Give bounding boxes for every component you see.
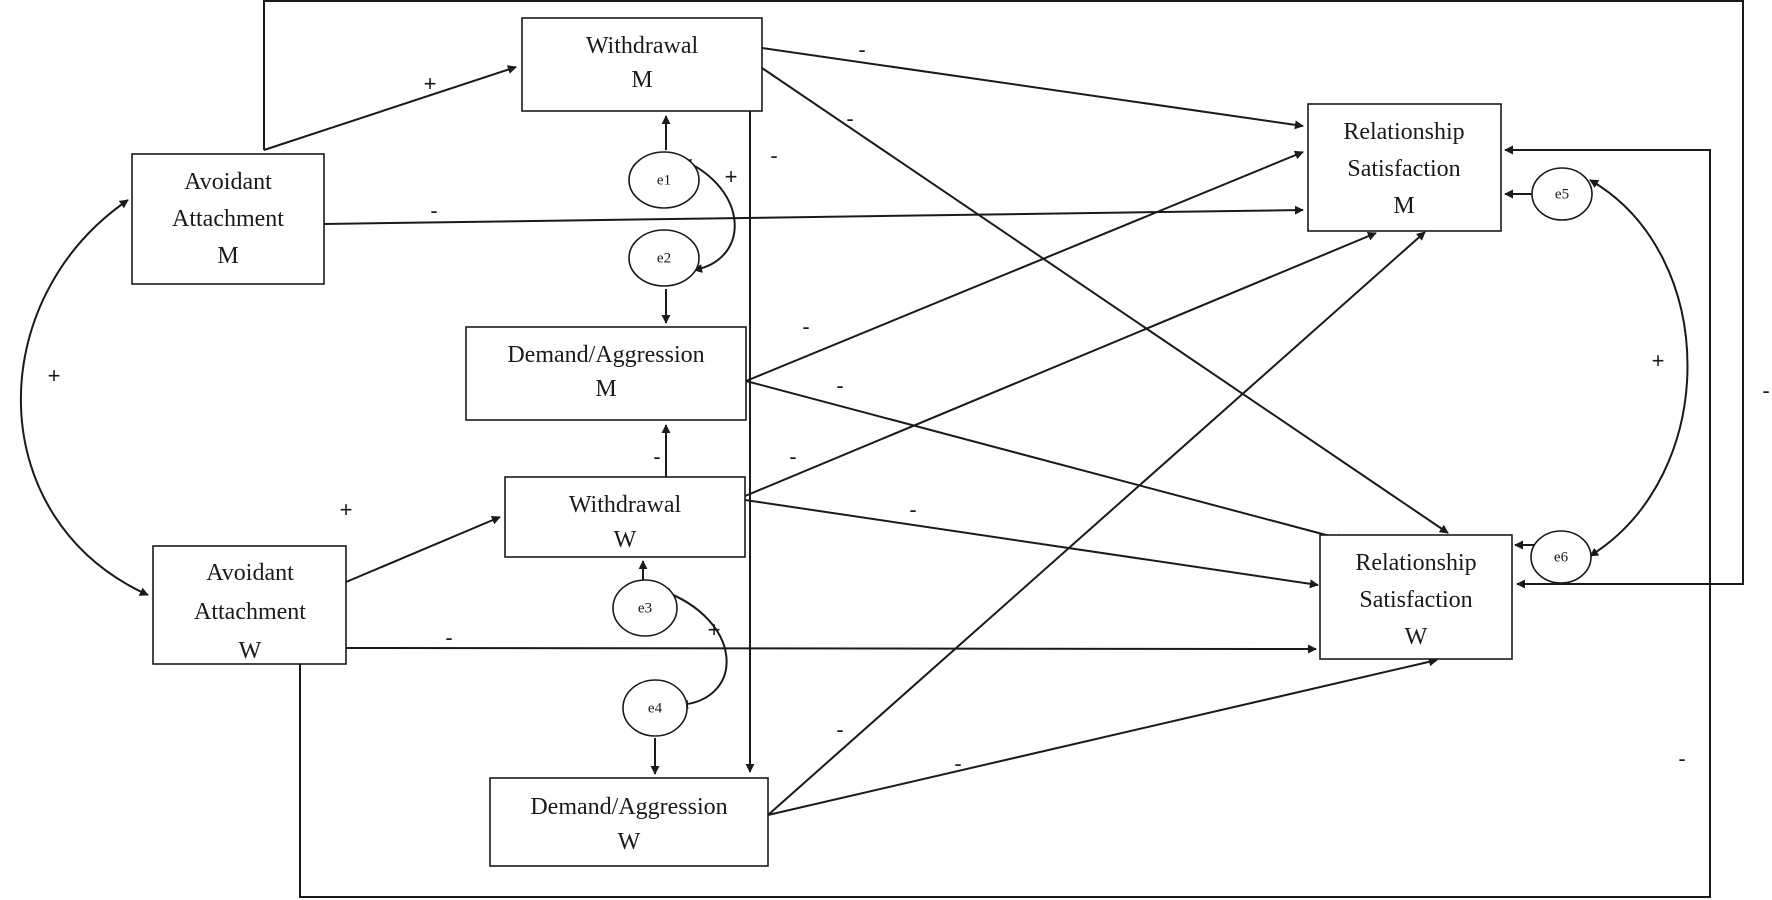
avoidant-attachment-m-label-line1: Avoidant [184, 169, 272, 195]
withdrawal-w-label-line2: W [614, 527, 637, 553]
avoidant-attachment-w-label-line3: W [239, 638, 262, 664]
error-term-e5: e5 [1531, 167, 1593, 221]
error-term-e1: e1 [628, 151, 700, 209]
error-term-e1-label: e1 [657, 172, 671, 188]
covariance-avoidant-m-avoidant-w [19, 199, 149, 596]
avoidant-attachment-w-label-line2: Attachment [194, 599, 306, 625]
edge-withdrawal-w-to-satisfaction-w [744, 499, 1319, 589]
avoidant-attachment-m-label-line2: Attachment [172, 206, 284, 232]
covariance-e5-e6 [1589, 179, 1689, 557]
sign-withdrawal-m-to-demand-w: - [770, 143, 777, 168]
sign-withdrawal-w-to-satisfaction-w: - [909, 497, 916, 522]
sign-demand-w-to-satisfaction-m: - [836, 717, 843, 742]
sign-avoidant-w-to-withdrawal-w: + [340, 497, 353, 522]
error-term-e6-ellipse [1530, 530, 1592, 584]
withdrawal-m-box [521, 17, 763, 112]
error-term-e6-label: e6 [1554, 549, 1569, 565]
avoidant-attachment-w-label-line1: Avoidant [206, 560, 294, 586]
edge-withdrawal-m-to-satisfaction-m [761, 47, 1304, 130]
sign-avoidant-m-avoidant-w-covariance: + [48, 363, 61, 388]
error-term-e1-ellipse [628, 151, 700, 209]
edge-avoidant-w-to-satisfaction-w [345, 644, 1317, 654]
avoidant-attachment-w-box [152, 545, 347, 665]
sign-avoidant-m-to-satisfaction-m: - [430, 198, 437, 223]
sign-e5-e6-covariance: + [1652, 348, 1665, 373]
edge-demand-m-to-satisfaction-w [745, 380, 1346, 543]
withdrawal-w-box [504, 476, 746, 558]
relationship-satisfaction-m-box [1307, 103, 1502, 232]
relationship-satisfaction-w-node: Relationship Satisfaction W [1319, 534, 1513, 660]
sign-withdrawal-w-to-demand-m: - [653, 444, 660, 469]
error-term-e5-label: e5 [1555, 186, 1569, 202]
error-term-e2: e2 [628, 229, 700, 287]
demand-aggression-m-label-line2: M [595, 376, 616, 402]
relationship-satisfaction-m-node: Relationship Satisfaction M [1307, 103, 1502, 232]
avoidant-attachment-m-label-line3: M [217, 243, 238, 269]
covariance-e1-e2 [682, 159, 736, 273]
edge-withdrawal-m-to-satisfaction-w [761, 67, 1449, 534]
sign-avoidant-w-to-satisfaction-m: - [1678, 746, 1685, 771]
edge-demand-m-to-satisfaction-m [745, 150, 1304, 382]
withdrawal-m-label-line1: Withdrawal [586, 33, 699, 59]
error-term-e4-ellipse [622, 679, 688, 737]
withdrawal-w-node: Withdrawal W [504, 476, 746, 558]
sign-demand-w-to-satisfaction-w: - [954, 751, 961, 776]
sign-avoidant-m-to-withdrawal-m: + [424, 71, 437, 96]
relationship-satisfaction-w-label-line3: W [1405, 624, 1428, 650]
sign-demand-m-to-satisfaction-w: - [836, 373, 843, 398]
relationship-satisfaction-w-box [1319, 534, 1513, 660]
edge-avoidant-w-to-satisfaction-m [299, 145, 1711, 898]
demand-aggression-w-label-line2: W [618, 829, 641, 855]
sign-withdrawal-w-to-satisfaction-m: - [789, 444, 796, 469]
edge-avoidant-m-to-satisfaction-w [263, 0, 1744, 589]
error-term-e5-ellipse [1531, 167, 1593, 221]
edge-withdrawal-w-to-satisfaction-m [744, 231, 1377, 497]
demand-aggression-w-node: Demand/Aggression W [489, 777, 769, 867]
avoidant-attachment-w-node: Avoidant Attachment W [152, 545, 347, 665]
edge-avoidant-m-to-withdrawal-m [263, 65, 517, 151]
relationship-satisfaction-m-label-line3: M [1393, 193, 1414, 219]
edge-avoidant-w-to-withdrawal-w [345, 516, 501, 583]
demand-aggression-m-label-line1: Demand/Aggression [507, 342, 704, 368]
withdrawal-m-label-line2: M [631, 67, 652, 93]
demand-aggression-w-label-line1: Demand/Aggression [530, 794, 727, 820]
sign-satisfaction-w-to-satisfaction-m: - [1762, 378, 1769, 403]
withdrawal-w-label-line1: Withdrawal [569, 492, 682, 518]
relationship-satisfaction-m-label-line1: Relationship [1343, 119, 1464, 145]
avoidant-attachment-m-node: Avoidant Attachment M [131, 153, 325, 285]
sign-demand-m-to-satisfaction-m: - [802, 314, 809, 339]
demand-aggression-m-box [465, 326, 747, 421]
error-term-e3: e3 [612, 579, 678, 637]
withdrawal-m-node: Withdrawal M [521, 17, 763, 112]
sign-e3-e4-covariance: + [708, 617, 721, 642]
error-term-e2-ellipse [628, 229, 700, 287]
error-term-e3-label: e3 [638, 600, 652, 616]
error-term-e2-label: e2 [657, 250, 671, 266]
sign-e1-e2-covariance: + [725, 164, 738, 189]
relationship-satisfaction-w-label-line2: Satisfaction [1359, 587, 1472, 613]
demand-aggression-w-box [489, 777, 769, 867]
relationship-satisfaction-w-label-line1: Relationship [1355, 550, 1476, 576]
edge-demand-w-to-satisfaction-w [767, 657, 1438, 816]
avoidant-attachment-m-box [131, 153, 325, 285]
demand-aggression-m-node: Demand/Aggression M [465, 326, 747, 421]
sign-withdrawal-m-to-satisfaction-m: - [858, 37, 865, 62]
sign-avoidant-w-to-satisfaction-w: - [445, 625, 452, 650]
error-term-e3-ellipse [612, 579, 678, 637]
covariance-e3-e4 [660, 588, 728, 709]
sign-withdrawal-m-to-satisfaction-w: - [846, 106, 853, 131]
error-term-e4-label: e4 [648, 700, 663, 716]
relationship-satisfaction-m-label-line2: Satisfaction [1347, 156, 1460, 182]
edge-demand-w-to-satisfaction-m [767, 231, 1426, 816]
error-term-e4: e4 [622, 679, 688, 737]
error-term-e6: e6 [1530, 530, 1592, 584]
edge-avoidant-m-to-satisfaction-m [323, 205, 1304, 225]
